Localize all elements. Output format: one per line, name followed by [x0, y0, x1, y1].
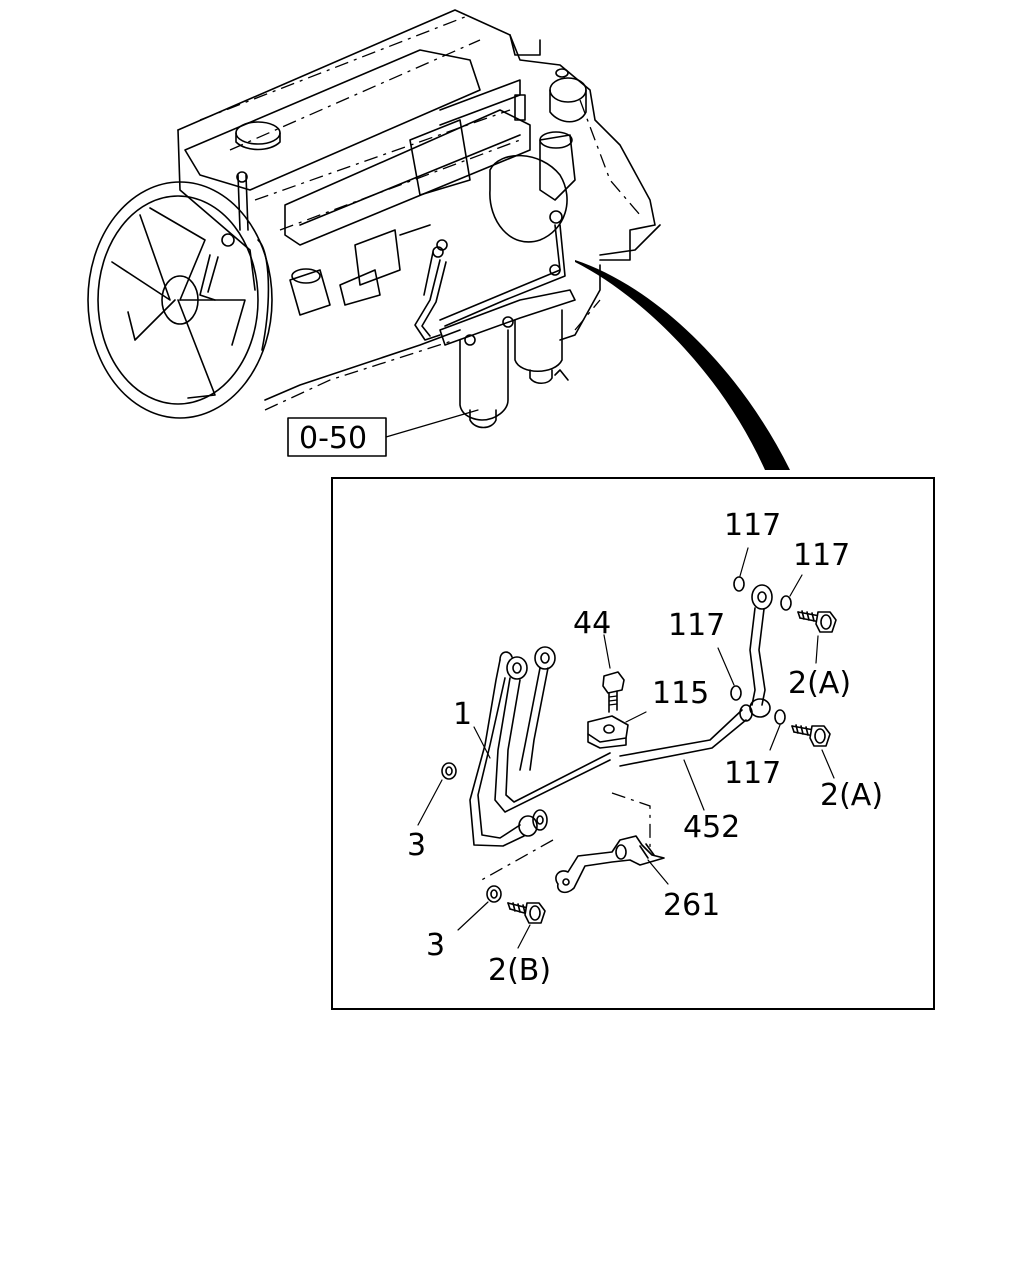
callout-2a-lower: 2(A)	[820, 778, 883, 813]
engine-illustration	[87, 9, 661, 429]
callout-2b: 2(B)	[488, 953, 551, 988]
washer-3-b	[486, 885, 502, 903]
washer-3-a-inner	[445, 766, 453, 776]
detail-arrow	[575, 260, 790, 470]
bracket-261	[555, 835, 665, 894]
pipe-assembly-1	[469, 646, 611, 847]
callout-115: 115	[652, 676, 709, 711]
upper-fuel-pipe	[619, 584, 773, 767]
callout-117-b: 117	[793, 538, 850, 573]
detail-frame	[331, 477, 935, 1010]
bolt-2b	[507, 902, 546, 924]
washer-117-b	[780, 595, 792, 611]
callout-44: 44	[573, 606, 611, 641]
callout-261: 261	[663, 888, 720, 923]
washer-3-a	[441, 762, 457, 780]
washer-117-d	[774, 709, 786, 725]
bolt-2a-lower	[791, 724, 831, 747]
reference-callout[interactable]: 0-50	[287, 409, 479, 457]
bolt-44	[602, 671, 625, 713]
callout-1: 1	[453, 697, 472, 732]
leader-lines	[417, 547, 835, 949]
callout-2a-upper: 2(A)	[788, 666, 851, 701]
clip-115	[587, 715, 629, 749]
reference-label: 0-50	[299, 421, 367, 456]
callout-labels: 117 117 117 117 44 115 1 3 3 452 261 2(A…	[407, 508, 883, 988]
washer-117-a	[733, 576, 745, 592]
callout-117-a: 117	[724, 508, 781, 543]
callout-117-d: 117	[724, 756, 781, 791]
callout-117-c: 117	[668, 608, 725, 643]
callout-452: 452	[683, 810, 740, 845]
callout-3-a: 3	[407, 828, 426, 863]
washer-3-b-inner	[490, 889, 498, 899]
fan-pulley	[87, 181, 273, 419]
washer-117-c	[730, 685, 742, 701]
detail-parts	[441, 576, 837, 924]
bolt-2a-upper	[797, 610, 837, 633]
callout-3-b: 3	[426, 928, 445, 963]
